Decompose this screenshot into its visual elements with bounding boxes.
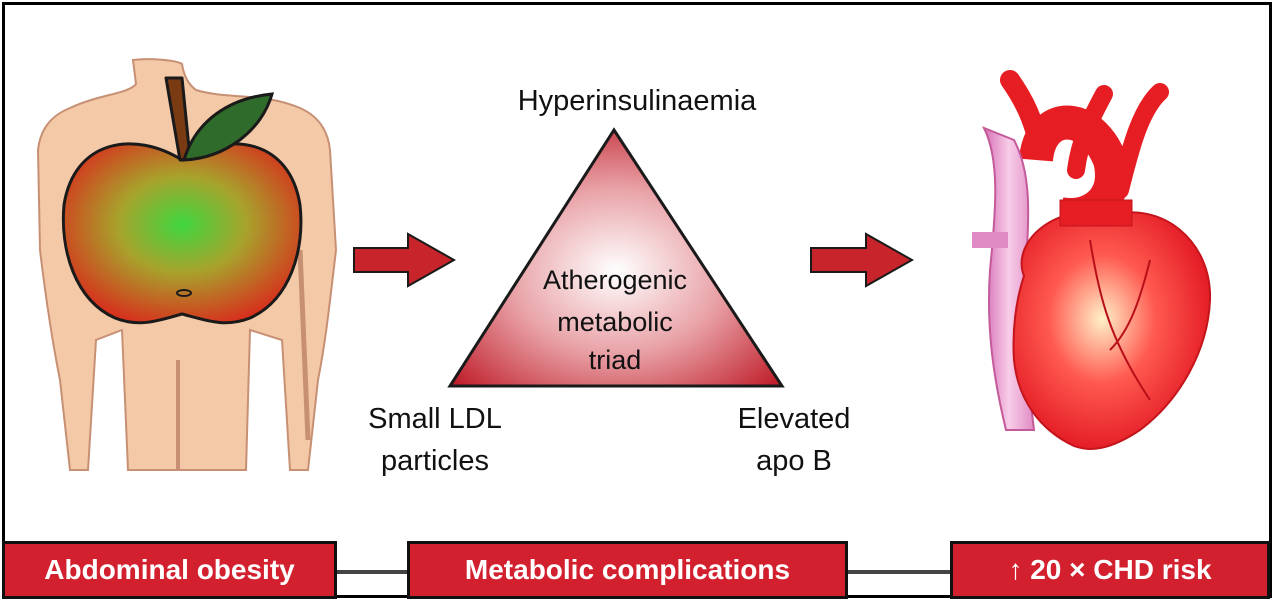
triad-right-line-2: apo B [756, 445, 832, 477]
chd-risk-box: ↑ 20 × CHD risk [950, 541, 1270, 599]
triad-center-line-2: metabolic [557, 307, 673, 337]
connector-line-right [848, 570, 950, 574]
triad-right-line-1: Elevated [737, 403, 851, 435]
abdominal-obesity-box: Abdominal obesity [2, 541, 337, 599]
triad-top-label: Hyperinsulinaemia [517, 85, 757, 117]
metabolic-complications-box: Metabolic complications [407, 541, 848, 599]
arrow-right-icon [353, 232, 457, 288]
triad-center-line-1: Atherogenic [542, 265, 688, 295]
triad-left-line-1: Small LDL [368, 403, 502, 435]
arrow-right-icon [810, 232, 915, 288]
apple-icon [61, 76, 303, 325]
triad-center-line-3: triad [588, 345, 642, 375]
connector-line-left [337, 570, 407, 574]
triad-left-line-2: particles [381, 445, 489, 477]
heart-icon [972, 70, 1212, 450]
triad-triangle [447, 127, 785, 388]
